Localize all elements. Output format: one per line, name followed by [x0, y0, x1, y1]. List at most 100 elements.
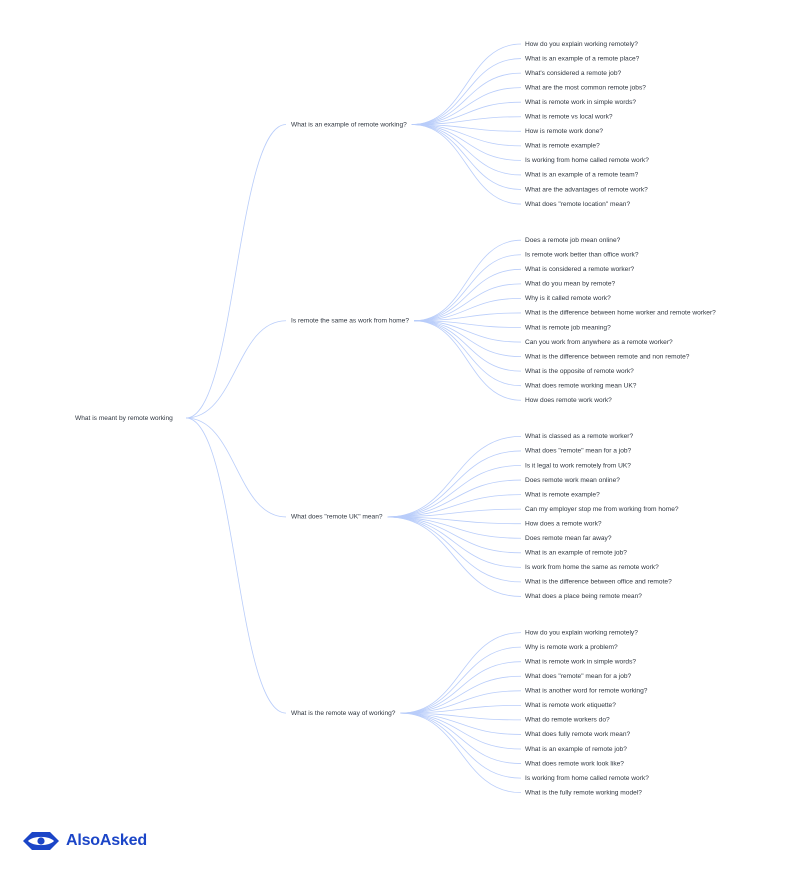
leaf-question[interactable]: What is remote work in simple words?: [525, 658, 636, 665]
branch-to-leaf-link: [413, 320, 522, 372]
branch-to-leaf-link: [411, 124, 522, 161]
branch-to-leaf-link: [387, 516, 522, 554]
leaf-question[interactable]: What does "remote" mean for a job?: [525, 673, 632, 680]
branch-to-leaf-link: [387, 516, 522, 525]
branch-question[interactable]: What is an example of remote working?: [291, 121, 407, 128]
leaf-question[interactable]: What are the advantages of remote work?: [525, 186, 648, 193]
leaf-question[interactable]: Can you work from anywhere as a remote w…: [525, 339, 673, 346]
branch-to-leaf-link: [411, 58, 522, 125]
branch-to-leaf-link: [413, 320, 522, 387]
branch-to-leaf-link: [387, 516, 522, 583]
branch-to-leaf-link: [411, 72, 522, 125]
branch-to-leaf-link: [400, 690, 522, 714]
brand-name: AlsoAsked: [66, 832, 147, 849]
branch-to-leaf-link: [411, 124, 522, 205]
leaf-question[interactable]: What is an example of a remote place?: [525, 55, 640, 62]
branch-to-leaf-link: [400, 712, 522, 794]
branch-to-leaf-link: [387, 516, 522, 568]
leaf-question[interactable]: What is another word for remote working?: [525, 688, 648, 695]
root-question[interactable]: What is meant by remote working: [75, 415, 173, 422]
root-to-branch-link: [185, 417, 287, 714]
root-to-branch-link: [185, 124, 287, 419]
leaf-question[interactable]: What is remote work in simple words?: [525, 99, 636, 106]
leaf-question[interactable]: What is remote vs local work?: [525, 114, 613, 121]
leaf-question[interactable]: What is an example of remote job?: [525, 550, 627, 557]
leaf-question[interactable]: What is the difference between home work…: [525, 310, 716, 317]
branch-to-leaf-link: [387, 516, 522, 597]
branch-question[interactable]: Is remote the same as work from home?: [291, 317, 409, 324]
branch-to-leaf-link: [413, 320, 522, 328]
leaf-question[interactable]: How do you explain working remotely?: [525, 629, 638, 636]
leaf-question[interactable]: Is working from home called remote work?: [525, 157, 649, 164]
leaf-question[interactable]: What does a place being remote mean?: [525, 593, 642, 600]
leaf-question[interactable]: What are the most common remote jobs?: [525, 84, 646, 91]
branch-to-leaf-link: [400, 712, 522, 750]
branch-to-leaf-link: [387, 450, 522, 518]
leaf-question[interactable]: Is work from home the same as remote wor…: [525, 564, 659, 571]
branch-to-leaf-link: [411, 87, 522, 125]
leaf-question[interactable]: Why is it called remote work?: [525, 295, 611, 302]
branch-to-leaf-link: [411, 124, 522, 147]
branch-to-leaf-link: [387, 508, 522, 518]
branch-to-leaf-link: [413, 320, 522, 357]
branch-to-leaf-link: [413, 298, 522, 322]
alsoasked-eye-logo-icon: [23, 832, 59, 850]
branch-to-leaf-link: [400, 712, 522, 779]
leaf-question[interactable]: How does a remote work?: [525, 520, 602, 527]
leaf-question[interactable]: What does "remote location" mean?: [525, 201, 630, 208]
leaf-question[interactable]: What is remote example?: [525, 491, 600, 498]
branch-to-leaf-link: [413, 320, 522, 343]
leaf-question[interactable]: What's considered a remote job?: [525, 70, 622, 77]
branch-to-leaf-link: [387, 436, 522, 518]
branch-to-leaf-link: [411, 124, 522, 176]
branch-to-leaf-link: [400, 712, 522, 721]
branch-to-leaf-link: [411, 43, 522, 125]
branch-to-leaf-link: [411, 101, 522, 125]
branch-to-leaf-link: [400, 712, 522, 764]
leaf-question[interactable]: What does remote working mean UK?: [525, 382, 637, 389]
branch-question[interactable]: What does "remote UK" mean?: [291, 514, 383, 521]
leaf-question[interactable]: Is it legal to work remotely from UK?: [525, 462, 631, 469]
leaf-question[interactable]: How do you explain working remotely?: [525, 41, 638, 48]
leaf-question[interactable]: How is remote work done?: [525, 128, 603, 135]
leaf-question[interactable]: What is the opposite of remote work?: [525, 368, 634, 375]
leaf-question[interactable]: Does remote work mean online?: [525, 477, 620, 484]
leaf-question[interactable]: How does remote work work?: [525, 397, 612, 404]
branch-question[interactable]: What is the remote way of working?: [291, 710, 396, 717]
branch-to-leaf-link: [400, 661, 522, 714]
branch-to-leaf-link: [400, 646, 522, 714]
branch-to-leaf-link: [387, 516, 522, 539]
leaf-question[interactable]: Does remote mean far away?: [525, 535, 612, 542]
leaf-question[interactable]: What is the fully remote working model?: [525, 789, 642, 796]
leaf-question[interactable]: Can my employer stop me from working fro…: [525, 506, 679, 513]
branch-to-leaf-link: [413, 320, 522, 401]
leaf-question[interactable]: What do remote workers do?: [525, 717, 610, 724]
leaf-question[interactable]: What is an example of remote job?: [525, 746, 627, 753]
leaf-question[interactable]: What is remote job meaning?: [525, 324, 611, 331]
leaf-question[interactable]: What do you mean by remote?: [525, 281, 615, 288]
leaf-question[interactable]: What is an example of a remote team?: [525, 172, 639, 179]
leaf-question[interactable]: What is classed as a remote worker?: [525, 433, 633, 440]
leaf-question[interactable]: What is considered a remote worker?: [525, 266, 635, 273]
brand-logo[interactable]: AlsoAsked: [22, 830, 147, 852]
leaf-question[interactable]: Is remote work better than office work?: [525, 252, 639, 259]
branch-to-leaf-link: [413, 268, 522, 322]
leaf-question[interactable]: What is the difference between remote an…: [525, 353, 690, 360]
leaf-question[interactable]: What is remote work etiquette?: [525, 702, 616, 709]
leaf-question[interactable]: What is the difference between office an…: [525, 579, 672, 586]
branch-to-leaf-link: [400, 632, 522, 714]
branch-to-leaf-link: [413, 239, 522, 322]
branch-to-leaf-link: [411, 116, 522, 125]
leaf-question[interactable]: What does remote work look like?: [525, 760, 624, 767]
leaf-question[interactable]: What is remote example?: [525, 143, 600, 150]
leaf-question[interactable]: What does fully remote work mean?: [525, 731, 631, 738]
branch-to-leaf-link: [400, 712, 522, 735]
leaf-question[interactable]: Does a remote job mean online?: [525, 237, 621, 244]
root-to-branch-link: [185, 320, 287, 419]
leaf-question[interactable]: Why is remote work a problem?: [525, 644, 618, 651]
leaf-question[interactable]: What does "remote" mean for a job?: [525, 448, 632, 455]
leaf-question[interactable]: Is working from home called remote work?: [525, 775, 649, 782]
mindmap-links: [185, 43, 522, 794]
